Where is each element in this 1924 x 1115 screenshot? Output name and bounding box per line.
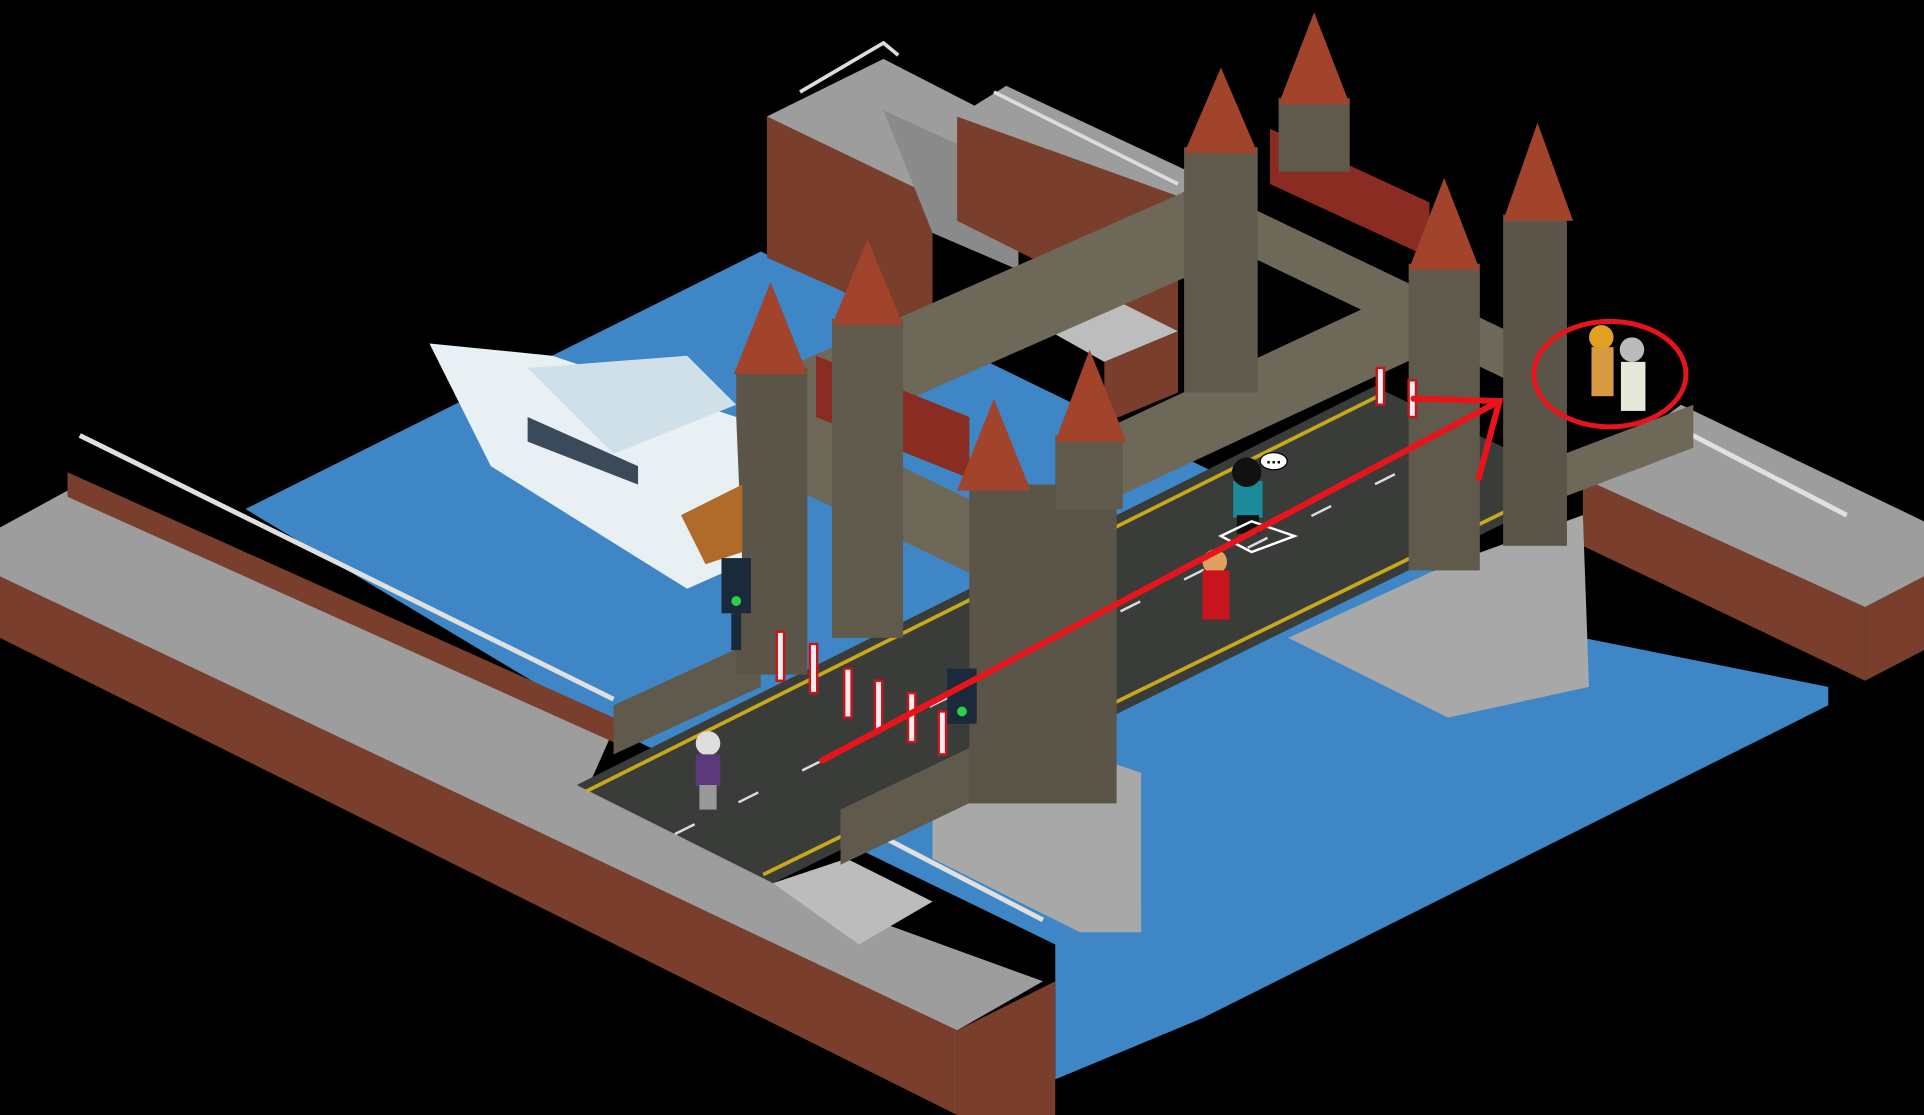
- annotation-arrow: [819, 395, 1504, 764]
- yacht[interactable]: [429, 343, 743, 589]
- avatar-gold[interactable]: [1589, 325, 1614, 397]
- back-pier-structure: [766, 40, 1203, 424]
- speech-bubble: ...: [1259, 452, 1288, 471]
- traffic-light-left[interactable]: [721, 558, 751, 651]
- traffic-light-front[interactable]: [947, 668, 977, 724]
- avatar-white[interactable]: [1619, 337, 1646, 411]
- pier-right: [1288, 515, 1590, 718]
- tower-back-left: [1184, 67, 1258, 393]
- speech-bubble-text: ...: [1266, 452, 1281, 468]
- left-quay: [0, 433, 1056, 1115]
- avatar-red[interactable]: [1202, 549, 1230, 620]
- avatar-typing[interactable]: ...: [1218, 452, 1299, 554]
- railing-right: [1679, 427, 1848, 518]
- avatar-purple[interactable]: [695, 731, 721, 810]
- railing-left: [78, 433, 615, 702]
- tower-left-front: [733, 282, 808, 675]
- annotation-circle: [1531, 318, 1689, 430]
- tower-back-mid: [1278, 12, 1350, 172]
- tower-left-back: [831, 239, 904, 638]
